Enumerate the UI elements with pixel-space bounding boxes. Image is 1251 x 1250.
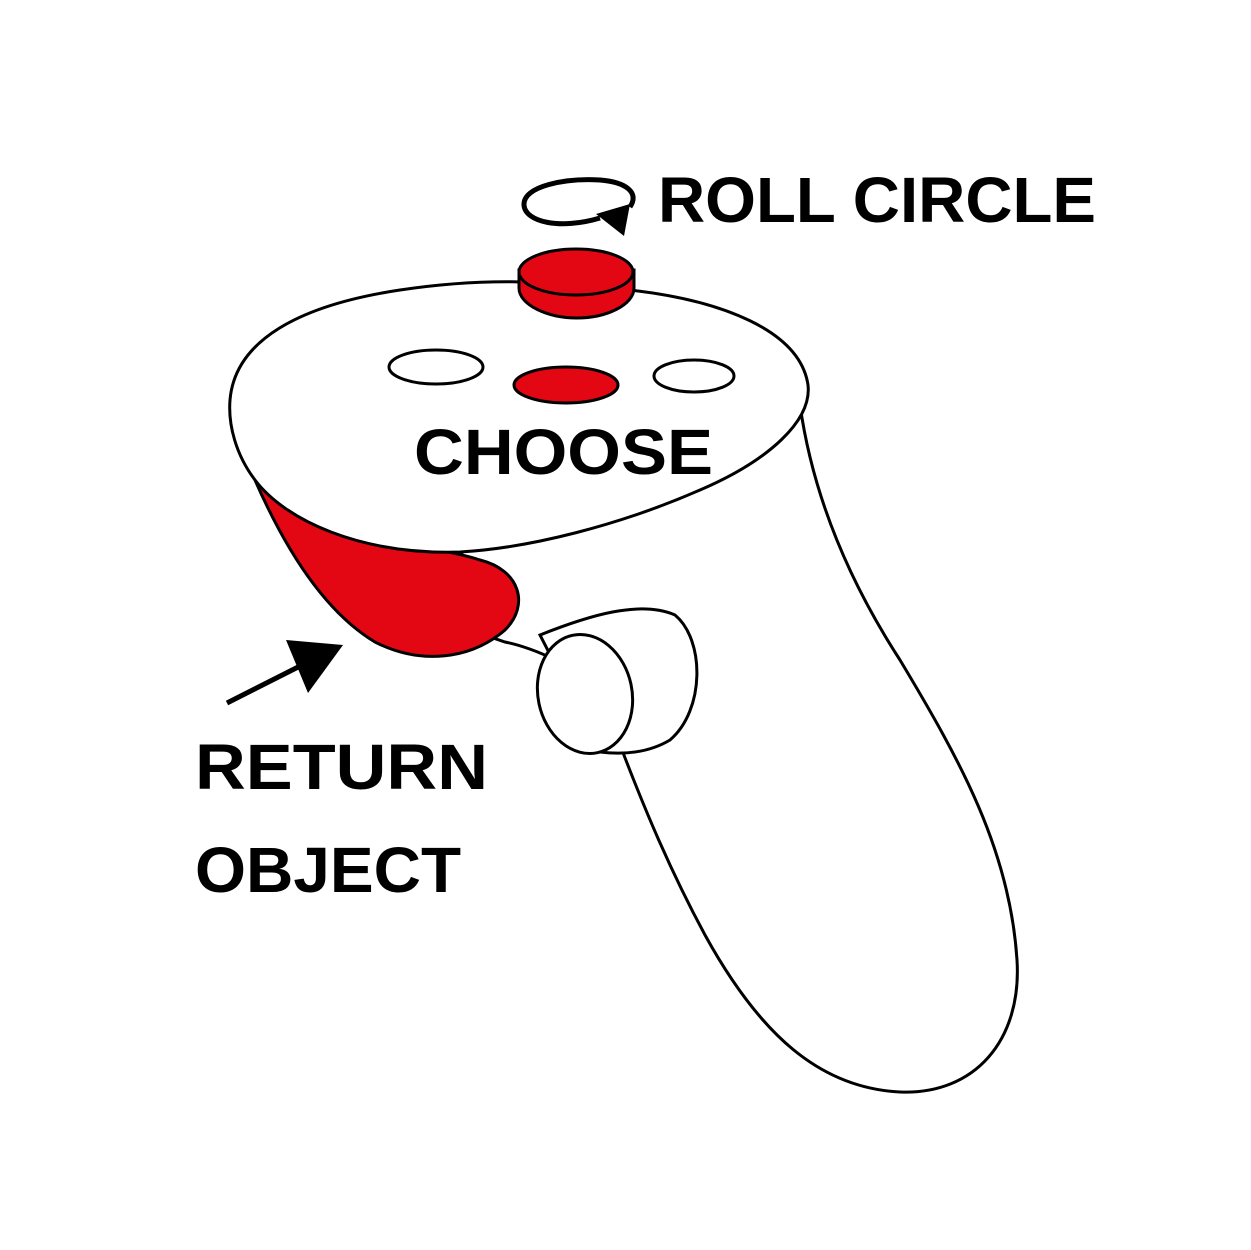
pointer-arrow-icon <box>225 640 343 706</box>
right-face-button[interactable] <box>652 358 736 394</box>
controller-grip <box>453 402 1019 1094</box>
choose-label: CHOOSE <box>414 416 713 488</box>
controller-head <box>228 280 810 554</box>
roll-circle-label: ROLL CIRCLE <box>658 164 1096 236</box>
return-label-line2: OBJECT <box>195 834 461 906</box>
side-thumb-button-face <box>535 633 635 755</box>
left-face-button[interactable] <box>387 348 485 386</box>
choose-button[interactable] <box>512 365 620 405</box>
rotate-arrow-icon <box>521 177 636 236</box>
return-label-line1: RETURN <box>195 731 488 803</box>
roll-button[interactable] <box>517 247 635 297</box>
